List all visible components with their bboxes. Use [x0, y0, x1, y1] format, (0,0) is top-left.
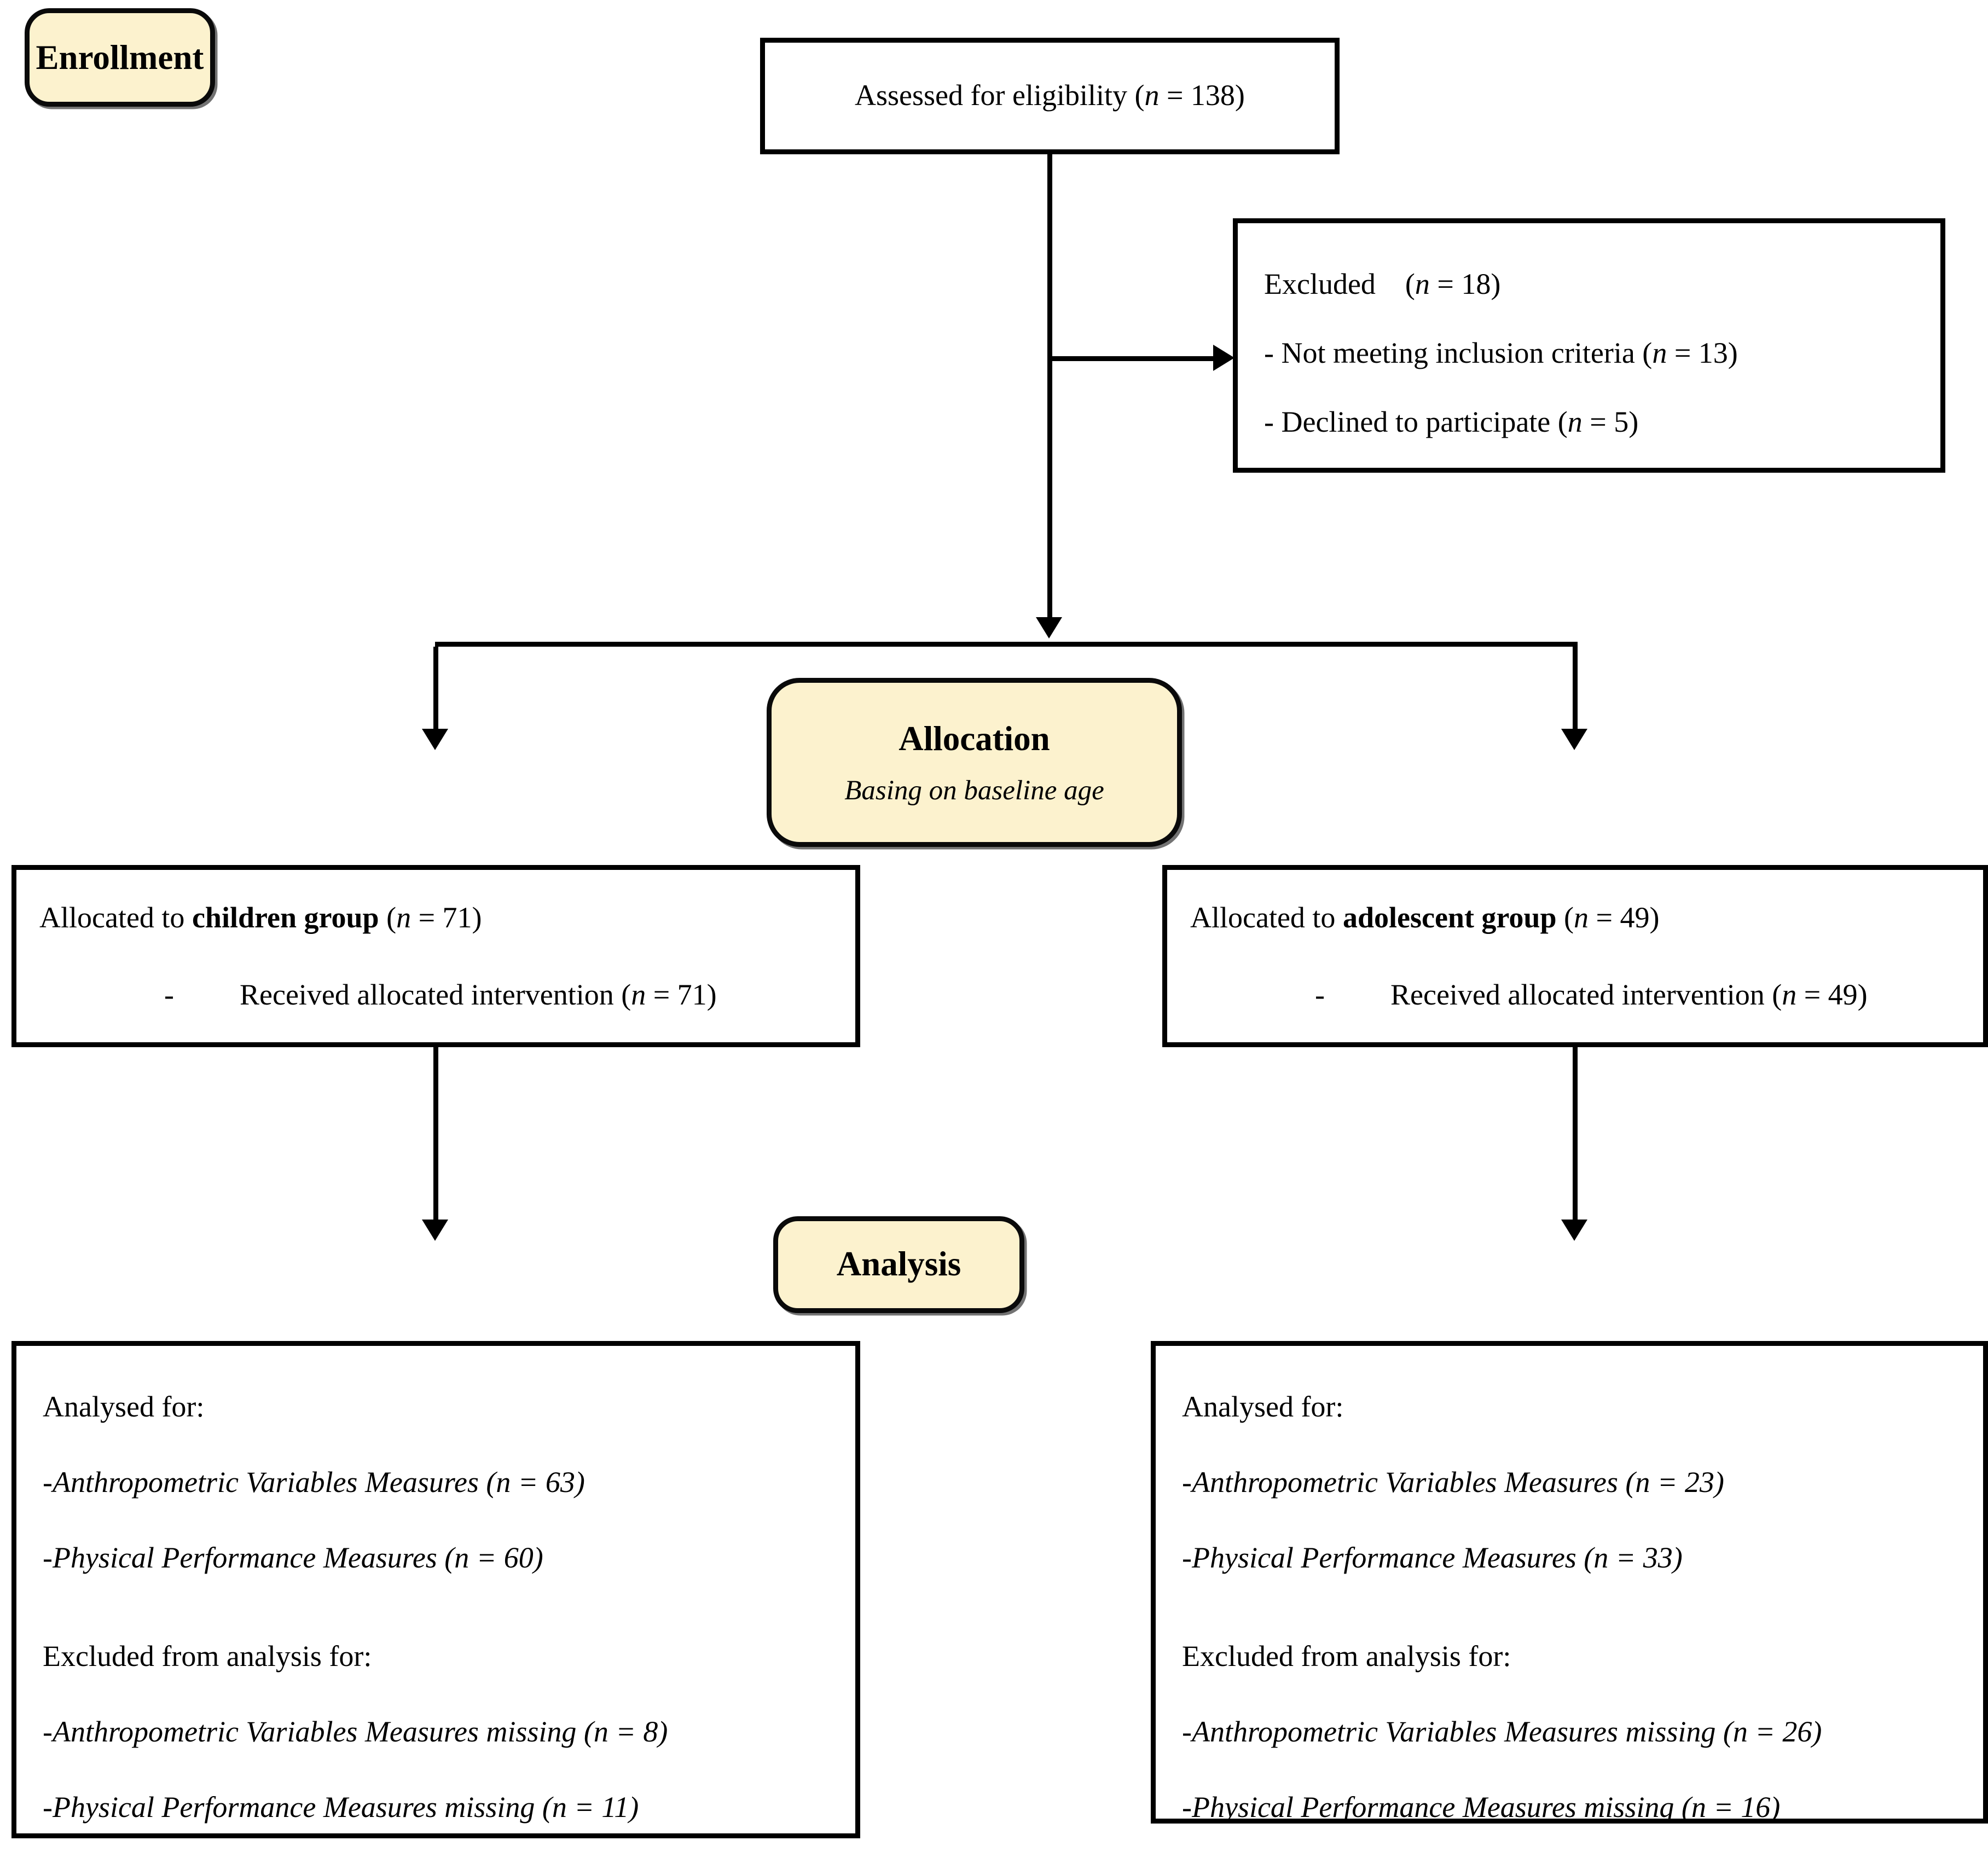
arrowhead-down-right-group: [1561, 729, 1587, 750]
connector-split-right-stub: [1573, 647, 1578, 729]
n-variable: n: [1144, 79, 1160, 112]
group-name: children group: [192, 901, 379, 934]
children-excluded-anthropometric: -Anthropometric Variables Measures missi…: [43, 1715, 668, 1748]
children-excluded-physical: -Physical Performance Measures missing (…: [43, 1791, 639, 1824]
adolescent-analysed-header: Analysed for:: [1182, 1390, 1344, 1423]
excluded-title: Excluded (n = 18): [1264, 268, 1501, 300]
connector-split-left-stub: [433, 647, 438, 729]
n-variable: n: [593, 1715, 608, 1748]
children-analysed-header: Analysed for:: [43, 1390, 205, 1423]
adolescent-allocated-line: Allocated to adolescent group (n = 49): [1190, 901, 1660, 934]
children-analysis-box: Analysed for: -Anthropometric Variables …: [11, 1341, 860, 1838]
children-allocated-line: Allocated to children group (n = 71): [39, 901, 482, 934]
children-received-line: -Received allocated intervention (n = 71…: [39, 975, 845, 1014]
n-variable: n: [496, 1466, 511, 1499]
n-variable: n: [1574, 901, 1589, 934]
allocation-stage-subtitle: Basing on baseline age: [844, 774, 1104, 805]
excluded-box: Excluded (n = 18) - Not meeting inclusio…: [1233, 218, 1945, 473]
connector-assessed-to-split: [1047, 154, 1052, 617]
excluded-item-not-meeting-criteria: - Not meeting inclusion criteria (n = 13…: [1264, 336, 1738, 369]
n-variable: n: [454, 1541, 470, 1574]
children-excluded-header: Excluded from analysis for:: [43, 1640, 372, 1673]
n-variable: n: [1652, 336, 1667, 369]
n-variable: n: [1732, 1715, 1748, 1748]
arrowhead-right-excluded: [1213, 345, 1234, 371]
analysis-stage-label: Analysis: [836, 1244, 961, 1284]
n-variable: n: [1782, 978, 1797, 1011]
children-analysed-anthropometric: -Anthropometric Variables Measures (n = …: [43, 1466, 585, 1499]
n-variable: n: [552, 1791, 567, 1824]
adolescent-analysed-anthropometric: -Anthropometric Variables Measures (n = …: [1182, 1466, 1724, 1499]
arrowhead-down-center: [1036, 617, 1062, 638]
adolescent-excluded-anthropometric: -Anthropometric Variables Measures missi…: [1182, 1715, 1822, 1748]
allocation-stage-badge: Allocation Basing on baseline age: [767, 678, 1182, 847]
adolescent-excluded-header: Excluded from analysis for:: [1182, 1640, 1511, 1673]
n-variable: n: [631, 978, 646, 1011]
assessed-eligibility-box: Assessed for eligibility (n = 138): [760, 38, 1340, 154]
n-variable: n: [1415, 268, 1430, 300]
connector-split-line: [435, 642, 1578, 647]
group-name: adolescent group: [1342, 901, 1557, 934]
children-group-allocation-box: Allocated to children group (n = 71) -Re…: [11, 865, 860, 1047]
enrollment-stage-badge: Enrollment: [25, 8, 215, 107]
adolescent-analysis-box: Analysed for: -Anthropometric Variables …: [1151, 1341, 1988, 1824]
assessed-eligibility-text: Assessed for eligibility (n = 138): [855, 79, 1245, 112]
adolescent-group-allocation-box: Allocated to adolescent group (n = 49) -…: [1162, 865, 1988, 1047]
connector-adolescent-to-analysis: [1573, 1047, 1578, 1220]
children-analysed-physical: -Physical Performance Measures (n = 60): [43, 1541, 543, 1574]
arrowhead-down-left-group: [422, 729, 448, 750]
connector-children-to-analysis: [433, 1047, 438, 1220]
arrowhead-down-children-analysis: [422, 1220, 448, 1241]
bullet-dash: -: [164, 978, 174, 1011]
n-variable: n: [396, 901, 411, 934]
enrollment-stage-label: Enrollment: [36, 37, 204, 77]
n-variable: n: [1691, 1791, 1706, 1824]
n-variable: n: [1593, 1541, 1609, 1574]
connector-to-excluded: [1049, 356, 1213, 361]
adolescent-excluded-physical: -Physical Performance Measures missing (…: [1182, 1791, 1781, 1824]
analysis-stage-badge: Analysis: [773, 1216, 1024, 1313]
n-variable: n: [1567, 405, 1583, 438]
adolescent-analysed-physical: -Physical Performance Measures (n = 33): [1182, 1541, 1683, 1574]
bullet-dash: -: [1315, 978, 1325, 1011]
adolescent-received-line: -Received allocated intervention (n = 49…: [1190, 975, 1973, 1014]
allocation-stage-label: Allocation: [899, 718, 1050, 758]
arrowhead-down-adolescent-analysis: [1561, 1220, 1587, 1241]
n-variable: n: [1635, 1466, 1650, 1499]
excluded-item-declined: - Declined to participate (n = 5): [1264, 405, 1639, 438]
